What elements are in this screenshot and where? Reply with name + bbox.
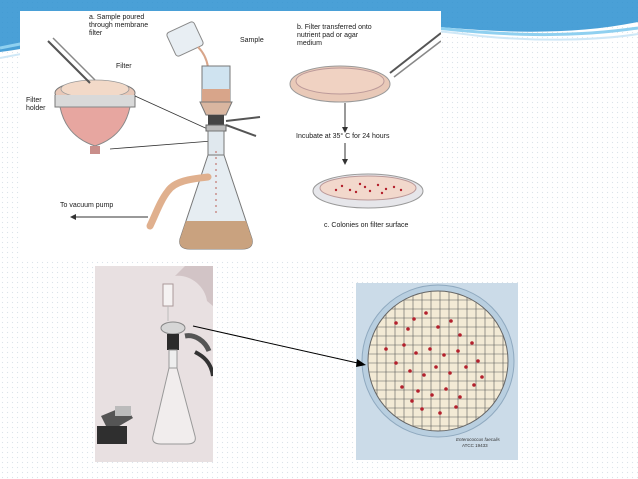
colony-dot xyxy=(420,407,424,411)
colony-dot xyxy=(424,311,428,315)
colony-dot xyxy=(384,347,388,351)
gridded-membrane-plate: Enterococcus faecalis ATCC 19433 xyxy=(356,283,518,460)
step-a-line-3: filter xyxy=(89,30,103,37)
colony-dot xyxy=(430,393,434,397)
colony-dot xyxy=(449,319,453,323)
colony-dot xyxy=(472,383,476,387)
step-b-line-3: medium xyxy=(297,40,322,47)
step-b-line-2: nutrient pad or agar xyxy=(297,32,359,39)
colony-dot xyxy=(414,351,418,355)
colony-dot xyxy=(442,353,446,357)
colony-dot xyxy=(406,327,410,331)
colony-dot xyxy=(408,369,412,373)
colony-dot xyxy=(416,389,420,393)
colony-plate-c xyxy=(312,173,424,209)
colony-dot xyxy=(422,373,426,377)
step-a-line-1: a. Sample poured xyxy=(89,14,145,21)
filtration-apparatus-photo xyxy=(95,266,213,462)
colony-dot xyxy=(456,349,460,353)
step-b-label: b. Filter transferred onto nutrient pad … xyxy=(297,24,372,48)
agar-plate-b xyxy=(289,32,442,103)
colony-dot xyxy=(448,371,452,375)
photo-illustration xyxy=(95,266,213,462)
colony-dot xyxy=(410,399,414,403)
process-arrows xyxy=(342,103,348,165)
filtration-funnel xyxy=(199,65,261,137)
colony-dot xyxy=(454,405,458,409)
colony-dot xyxy=(434,365,438,369)
colony-dot xyxy=(458,395,462,399)
colony-dot xyxy=(476,359,480,363)
filter-holder-label: Filter holder xyxy=(26,97,45,113)
colony-dot xyxy=(428,347,432,351)
colony-dot xyxy=(402,343,406,347)
colony-dot xyxy=(464,365,468,369)
colony-dot xyxy=(394,361,398,365)
plate-caption-line-1: Enterococcus faecalis xyxy=(456,437,501,442)
filter-holder-line-2: holder xyxy=(26,105,46,112)
colony-dot xyxy=(438,411,442,415)
step-a-label: a. Sample poured through membrane filter xyxy=(89,14,148,38)
filter-label: Filter xyxy=(116,63,132,70)
membrane-filtration-diagram: a. Sample poured through membrane filter… xyxy=(20,11,442,261)
sample-label: Sample xyxy=(240,37,264,44)
colony-dot xyxy=(480,375,484,379)
vacuum-arrow xyxy=(70,214,148,220)
incubate-label: Incubate at 35° C for 24 hours xyxy=(296,133,390,140)
colony-dot xyxy=(394,321,398,325)
colony-dot xyxy=(436,325,440,329)
step-c-label: c. Colonies on filter surface xyxy=(324,222,409,229)
filter-holder-line-1: Filter xyxy=(26,97,42,104)
colony-dot xyxy=(458,333,462,337)
colony-dot xyxy=(470,341,474,345)
colony-dot xyxy=(400,385,404,389)
step-a-line-2: through membrane xyxy=(89,22,149,29)
vacuum-flask xyxy=(146,130,253,250)
plate-caption-line-2: ATCC 19433 xyxy=(462,443,488,448)
colony-dot xyxy=(412,317,416,321)
filter-holder-illustration xyxy=(47,37,213,154)
colony-plate-photo: Enterococcus faecalis ATCC 19433 xyxy=(356,283,518,460)
apparatus-illustration xyxy=(47,21,442,250)
sample-beaker xyxy=(166,21,209,68)
step-b-line-1: b. Filter transferred onto xyxy=(297,24,372,31)
colony-dot xyxy=(444,387,448,391)
vacuum-pump-label: To vacuum pump xyxy=(60,202,114,209)
